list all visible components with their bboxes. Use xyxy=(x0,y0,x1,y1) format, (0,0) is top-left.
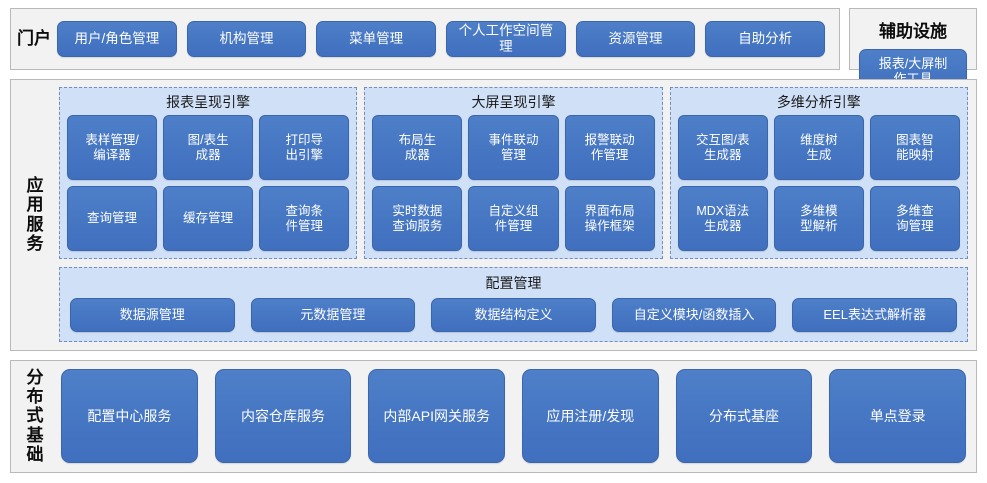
config-item-metadata-management[interactable]: 元数据管理 xyxy=(250,298,416,332)
engine-item-dimension-tree-generation[interactable]: 维度树 生成 xyxy=(773,115,864,181)
application-service-label-text: 应用服务 xyxy=(26,176,44,253)
infra-item-internal-api-gateway-service[interactable]: 内部API网关服务 xyxy=(368,369,506,463)
distributed-infrastructure-label: 分布式基础 xyxy=(11,368,59,464)
infra-item-single-sign-on[interactable]: 单点登录 xyxy=(829,369,967,463)
engine-multidimensional-analysis-items: 交互图/表 生成器 维度树 生成 图表智 能映射 MDX语法 生成器 多维模 型… xyxy=(677,115,960,251)
infra-item-content-repository-service[interactable]: 内容仓库服务 xyxy=(214,369,352,463)
application-service-body: 报表呈现引擎 表样管理/ 编译器 图/表生 成器 打印导 出引擎 查询管理 缓存… xyxy=(59,87,968,342)
configuration-management-group: 配置管理 数据源管理 元数据管理 数据结构定义 自定义模块/函数插入 EEL表达… xyxy=(59,267,968,342)
config-item-datasource-management[interactable]: 数据源管理 xyxy=(70,298,235,332)
engine-item-alarm-linkage-action-management[interactable]: 报警联动 作管理 xyxy=(564,115,655,181)
engine-group-row: 报表呈现引擎 表样管理/ 编译器 图/表生 成器 打印导 出引擎 查询管理 缓存… xyxy=(59,87,968,259)
engine-item-multidimensional-query-management[interactable]: 多维查 询管理 xyxy=(869,186,960,251)
infra-item-distributed-base[interactable]: 分布式基座 xyxy=(675,369,813,463)
top-row: 门户 用户/角色管理 机构管理 菜单管理 个人工作空间管理 资源管理 自助分析 … xyxy=(10,8,977,318)
engine-item-template-management-compiler[interactable]: 表样管理/ 编译器 xyxy=(67,115,158,181)
engine-item-multidimensional-model-parsing[interactable]: 多维模 型解析 xyxy=(773,186,864,251)
config-item-data-structure-definition[interactable]: 数据结构定义 xyxy=(431,298,596,332)
portal-item-list: 用户/角色管理 机构管理 菜单管理 个人工作空间管理 资源管理 自助分析 xyxy=(57,21,831,57)
portal-item-menu-management[interactable]: 菜单管理 xyxy=(316,21,437,57)
configuration-management-items: 数据源管理 元数据管理 数据结构定义 自定义模块/函数插入 EEL表达式解析器 xyxy=(70,298,957,332)
application-service-label: 应用服务 xyxy=(11,87,59,342)
engine-multidimensional-analysis-title: 多维分析引擎 xyxy=(776,94,861,110)
application-service-panel: 应用服务 报表呈现引擎 表样管理/ 编译器 图/表生 成器 打印导 出引擎 查询… xyxy=(10,79,977,351)
engine-bigscreen-rendering-title: 大屏呈现引擎 xyxy=(471,94,556,110)
engine-item-query-condition-management[interactable]: 查询条 件管理 xyxy=(259,186,350,251)
distributed-infrastructure-panel: 分布式基础 配置中心服务 内容仓库服务 内部API网关服务 应用注册/发现 分布… xyxy=(10,360,977,473)
portal-label: 门户 xyxy=(17,29,51,49)
configuration-management-title: 配置管理 xyxy=(485,275,542,291)
engine-bigscreen-rendering: 大屏呈现引擎 布局生 成器 事件联动 管理 报警联动 作管理 实时数据 查询服务… xyxy=(364,87,663,259)
portal-item-personal-workspace-management[interactable]: 个人工作空间管理 xyxy=(446,21,566,57)
config-item-custom-module-function-insertion[interactable]: 自定义模块/函数插入 xyxy=(611,298,777,332)
distributed-infrastructure-label-text: 分布式基础 xyxy=(26,368,44,464)
engine-bigscreen-rendering-items: 布局生 成器 事件联动 管理 报警联动 作管理 实时数据 查询服务 自定义组 件… xyxy=(372,115,655,251)
portal-item-organization-management[interactable]: 机构管理 xyxy=(186,21,307,57)
engine-item-query-management[interactable]: 查询管理 xyxy=(67,186,158,251)
infra-item-application-registry-discovery[interactable]: 应用注册/发现 xyxy=(522,369,659,463)
engine-item-chart-table-generator[interactable]: 图/表生 成器 xyxy=(163,115,254,181)
engine-item-ui-layout-operation-framework[interactable]: 界面布局 操作框架 xyxy=(564,186,655,251)
auxiliary-facilities-title: 辅助设施 xyxy=(879,22,947,41)
portal-item-self-service-analysis[interactable]: 自助分析 xyxy=(705,21,826,57)
middle-row: 应用服务 报表呈现引擎 表样管理/ 编译器 图/表生 成器 打印导 出引擎 查询… xyxy=(10,79,977,351)
config-item-eel-expression-parser[interactable]: EEL表达式解析器 xyxy=(792,298,957,332)
engine-item-interactive-chart-table-generator[interactable]: 交互图/表 生成器 xyxy=(677,115,768,181)
engine-report-rendering-title: 报表呈现引擎 xyxy=(166,94,251,110)
engine-item-cache-management[interactable]: 缓存管理 xyxy=(163,186,254,251)
engine-item-mdx-syntax-generator[interactable]: MDX语法 生成器 xyxy=(677,186,768,251)
engine-item-chart-smart-mapping[interactable]: 图表智 能映射 xyxy=(869,115,960,181)
engine-item-print-export-engine[interactable]: 打印导 出引擎 xyxy=(259,115,350,181)
portal-item-user-role-management[interactable]: 用户/角色管理 xyxy=(57,21,177,57)
infrastructure-item-list: 配置中心服务 内容仓库服务 内部API网关服务 应用注册/发现 分布式基座 单点… xyxy=(59,369,967,463)
infra-item-config-center-service[interactable]: 配置中心服务 xyxy=(61,369,198,463)
engine-report-rendering: 报表呈现引擎 表样管理/ 编译器 图/表生 成器 打印导 出引擎 查询管理 缓存… xyxy=(59,87,358,259)
engine-item-layout-generator[interactable]: 布局生 成器 xyxy=(372,115,463,181)
auxiliary-facilities-panel: 辅助设施 报表/大屏制 作工具 工作流引擎 定时任务调度 运行日志 权限管理 消… xyxy=(849,8,977,318)
engine-report-rendering-items: 表样管理/ 编译器 图/表生 成器 打印导 出引擎 查询管理 缓存管理 查询条 … xyxy=(67,115,350,251)
engine-multidimensional-analysis: 多维分析引擎 交互图/表 生成器 维度树 生成 图表智 能映射 MDX语法 生成… xyxy=(669,87,968,259)
engine-item-custom-component-management[interactable]: 自定义组 件管理 xyxy=(468,186,559,251)
portal-item-resource-management[interactable]: 资源管理 xyxy=(575,21,696,57)
portal-panel: 门户 用户/角色管理 机构管理 菜单管理 个人工作空间管理 资源管理 自助分析 xyxy=(10,8,840,70)
engine-item-realtime-data-query-service[interactable]: 实时数据 查询服务 xyxy=(372,186,463,251)
engine-item-event-linkage-management[interactable]: 事件联动 管理 xyxy=(468,115,559,181)
